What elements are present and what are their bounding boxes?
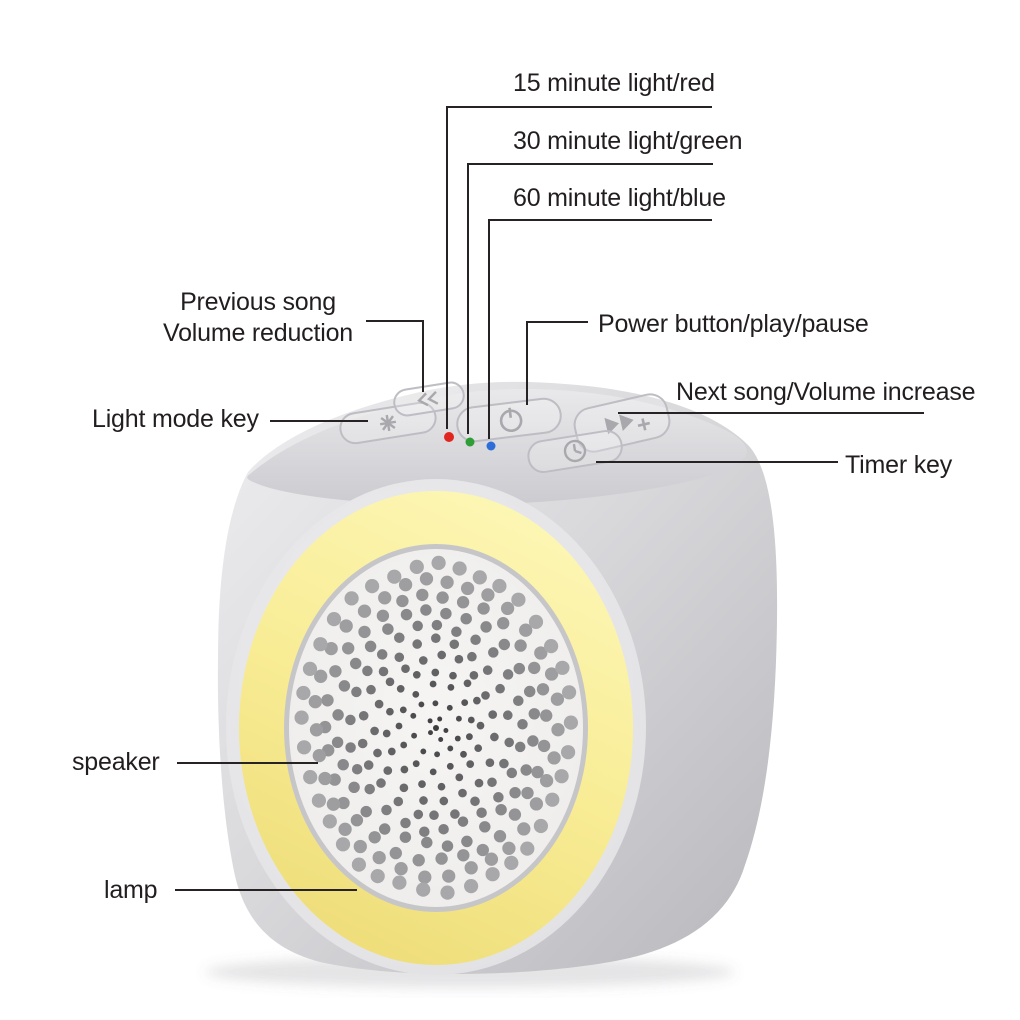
label-previous-song-volume-reduction: Previous song Volume reduction: [138, 287, 378, 349]
led-30-green: [465, 437, 475, 447]
power-callout-line: [526, 321, 588, 405]
label-speaker: speaker: [72, 748, 160, 776]
speaker-grille-holes: [294, 555, 579, 900]
label-light-mode-key: Light mode key: [92, 405, 259, 433]
led-60-callout-line: [488, 219, 712, 439]
led-15-red: [444, 432, 454, 442]
label-previous-song: Previous song: [180, 288, 336, 316]
light-mode-button: [339, 401, 437, 445]
label-timer-led-60: 60 minute light/blue: [513, 184, 726, 212]
previous-song-callout-line: [366, 320, 424, 392]
front-panel: [226, 479, 646, 975]
label-timer-key: Timer key: [845, 451, 953, 479]
led-15-callout-line: [446, 106, 712, 429]
top-buttons: [339, 381, 671, 473]
timer-icon: [563, 439, 587, 463]
label-timer-led-30: 30 minute light/green: [513, 127, 743, 155]
label-lamp: lamp: [104, 876, 158, 904]
timer-leds: [444, 432, 496, 451]
label-power-button: Power button/play/pause: [598, 310, 869, 338]
light-mode-icon: [379, 414, 397, 432]
power-button: [456, 397, 562, 443]
previous-track-icon: [417, 390, 439, 407]
callout-lines: [175, 106, 924, 891]
led-60-blue: [486, 441, 496, 451]
next-track-icon: [604, 414, 651, 435]
label-timer-led-15: 15 minute light/red: [513, 69, 715, 97]
led-30-callout-line: [467, 163, 713, 434]
label-volume-reduction: Volume reduction: [163, 319, 353, 347]
power-icon: [499, 407, 523, 433]
label-next-song: Next song/Volume increase: [676, 378, 976, 406]
